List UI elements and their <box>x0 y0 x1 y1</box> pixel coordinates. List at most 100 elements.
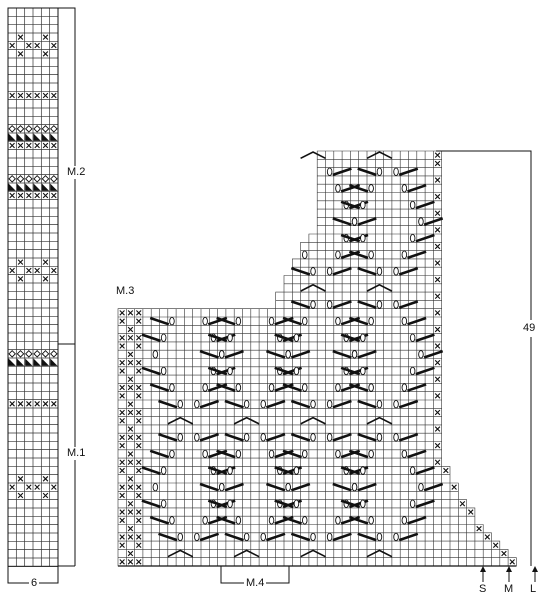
cross-stitch-symbol <box>476 525 482 532</box>
yarn-over-oval-symbol <box>335 184 341 193</box>
cross-stitch-symbol <box>127 384 134 391</box>
cross-stitch-symbol <box>434 193 441 200</box>
slant-stitch-symbol <box>207 316 228 326</box>
slant-stitch-symbol <box>274 466 294 475</box>
yarn-over-oval-symbol <box>268 316 275 326</box>
slant-stitch-symbol <box>398 399 419 409</box>
slant-stitch-symbol <box>207 366 228 376</box>
yarn-over-oval-symbol <box>260 532 267 542</box>
yarn-over-oval-symbol <box>243 532 250 542</box>
yarn-over-oval-symbol <box>218 350 225 359</box>
cross-stitch-symbol <box>136 384 142 391</box>
yarn-over-oval-symbol <box>227 499 233 509</box>
yarn-over-oval-symbol <box>401 449 408 459</box>
yarn-over-oval-symbol <box>169 316 175 326</box>
yarn-over-oval-symbol <box>194 433 200 442</box>
slant-stitch-symbol <box>274 316 294 326</box>
yarn-over-oval-symbol <box>376 433 383 442</box>
cross-stitch-symbol <box>119 343 125 349</box>
yarn-over-oval-symbol <box>160 466 167 475</box>
triangle-stitch-symbol <box>50 183 58 191</box>
cross-stitch-symbol <box>127 476 134 482</box>
yarn-over-oval-symbol <box>368 184 374 193</box>
yarn-over-oval-symbol <box>351 482 358 492</box>
cross-stitch-symbol <box>443 467 449 474</box>
cross-stitch-symbol <box>434 310 441 316</box>
slant-stitch-symbol <box>348 449 369 459</box>
yarn-over-oval-symbol <box>194 399 200 409</box>
yarn-over-oval-symbol <box>260 433 267 442</box>
yarn-over-oval-symbol <box>293 466 300 475</box>
yarn-over-oval-symbol <box>310 433 316 442</box>
slant-stitch-symbol <box>199 532 220 542</box>
cross-stitch-symbol <box>136 359 142 366</box>
yarn-over-oval-symbol <box>235 449 242 459</box>
chevron-stitch-symbol <box>233 416 260 425</box>
triangle-stitch-symbol <box>41 358 50 366</box>
diamond-stitch-symbol <box>33 175 41 183</box>
cross-stitch-symbol <box>136 492 142 499</box>
slant-stitch-symbol <box>332 349 352 359</box>
cross-stitch-symbol <box>127 525 134 532</box>
yarn-over-oval-symbol <box>368 516 374 525</box>
cross-stitch-symbol <box>136 335 142 341</box>
label-m3: M.3 <box>116 285 135 298</box>
yarn-over-oval-symbol <box>302 383 308 392</box>
slant-stitch-symbol <box>348 250 369 260</box>
yarn-over-oval-symbol <box>160 333 167 343</box>
yarn-over-oval-symbol <box>360 366 366 376</box>
slant-stitch-symbol <box>274 515 294 525</box>
yarn-over-oval-symbol <box>268 383 275 392</box>
cross-stitch-symbol <box>127 434 134 441</box>
cross-stitch-symbol <box>434 442 441 449</box>
cross-stitch-symbol <box>17 476 24 482</box>
yarn-over-oval-symbol <box>351 217 358 226</box>
cross-stitch-symbol <box>434 376 441 382</box>
slant-stitch-symbol <box>407 383 427 392</box>
yarn-over-oval-symbol <box>293 499 300 509</box>
cross-stitch-symbol <box>17 492 24 499</box>
slant-stitch-symbol <box>348 383 369 392</box>
cross-stitch-symbol <box>127 310 134 316</box>
slant-stitch-symbol <box>340 316 361 326</box>
yarn-over-oval-symbol <box>368 449 374 459</box>
cross-stitch-symbol <box>434 152 441 158</box>
cross-stitch-symbol <box>127 335 134 341</box>
slant-stitch-symbol <box>216 383 236 392</box>
cross-stitch-symbol <box>136 368 142 374</box>
cross-stitch-symbol <box>127 459 134 465</box>
yarn-over-oval-symbol <box>393 267 399 276</box>
yarn-over-oval-symbol <box>360 466 366 475</box>
yarn-over-oval-symbol <box>401 516 408 525</box>
yarn-over-oval-symbol <box>285 482 291 492</box>
diamond-stitch-symbol <box>50 175 58 183</box>
grid-lines <box>7 7 59 567</box>
cross-stitch-symbol <box>136 310 142 316</box>
cross-stitch-symbol <box>434 409 441 416</box>
cross-stitch-symbol <box>136 467 142 474</box>
slant-stitch-symbol <box>290 532 311 542</box>
cross-stitch-symbol <box>51 92 57 99</box>
slant-stitch-symbol <box>290 399 311 409</box>
slant-stitch-symbol <box>332 300 352 309</box>
cross-stitch-symbol <box>136 534 142 540</box>
yarn-over-oval-symbol <box>202 383 208 392</box>
slant-stitch-symbol <box>340 366 361 376</box>
slant-stitch-symbol <box>274 383 294 392</box>
chevron-stitch-symbol <box>300 549 326 558</box>
yarn-over-oval-symbol <box>194 532 200 542</box>
diamond-stitch-symbol <box>50 125 58 133</box>
yarn-over-oval-symbol <box>409 466 416 475</box>
cross-stitch-symbol <box>136 559 142 565</box>
cross-stitch-symbol <box>34 42 40 49</box>
slant-stitch-symbol <box>224 482 244 492</box>
cross-stitch-symbol <box>451 484 457 490</box>
slant-stitch-symbol <box>216 449 236 459</box>
yarn-over-oval-symbol <box>393 433 399 442</box>
slant-stitch-symbol <box>407 515 427 525</box>
slant-stitch-symbol <box>141 499 161 509</box>
cross-stitch-symbol <box>119 310 125 316</box>
yarn-over-oval-symbol <box>326 399 333 409</box>
cross-stitch-symbol <box>34 142 40 149</box>
yarn-over-oval-symbol <box>310 267 316 276</box>
